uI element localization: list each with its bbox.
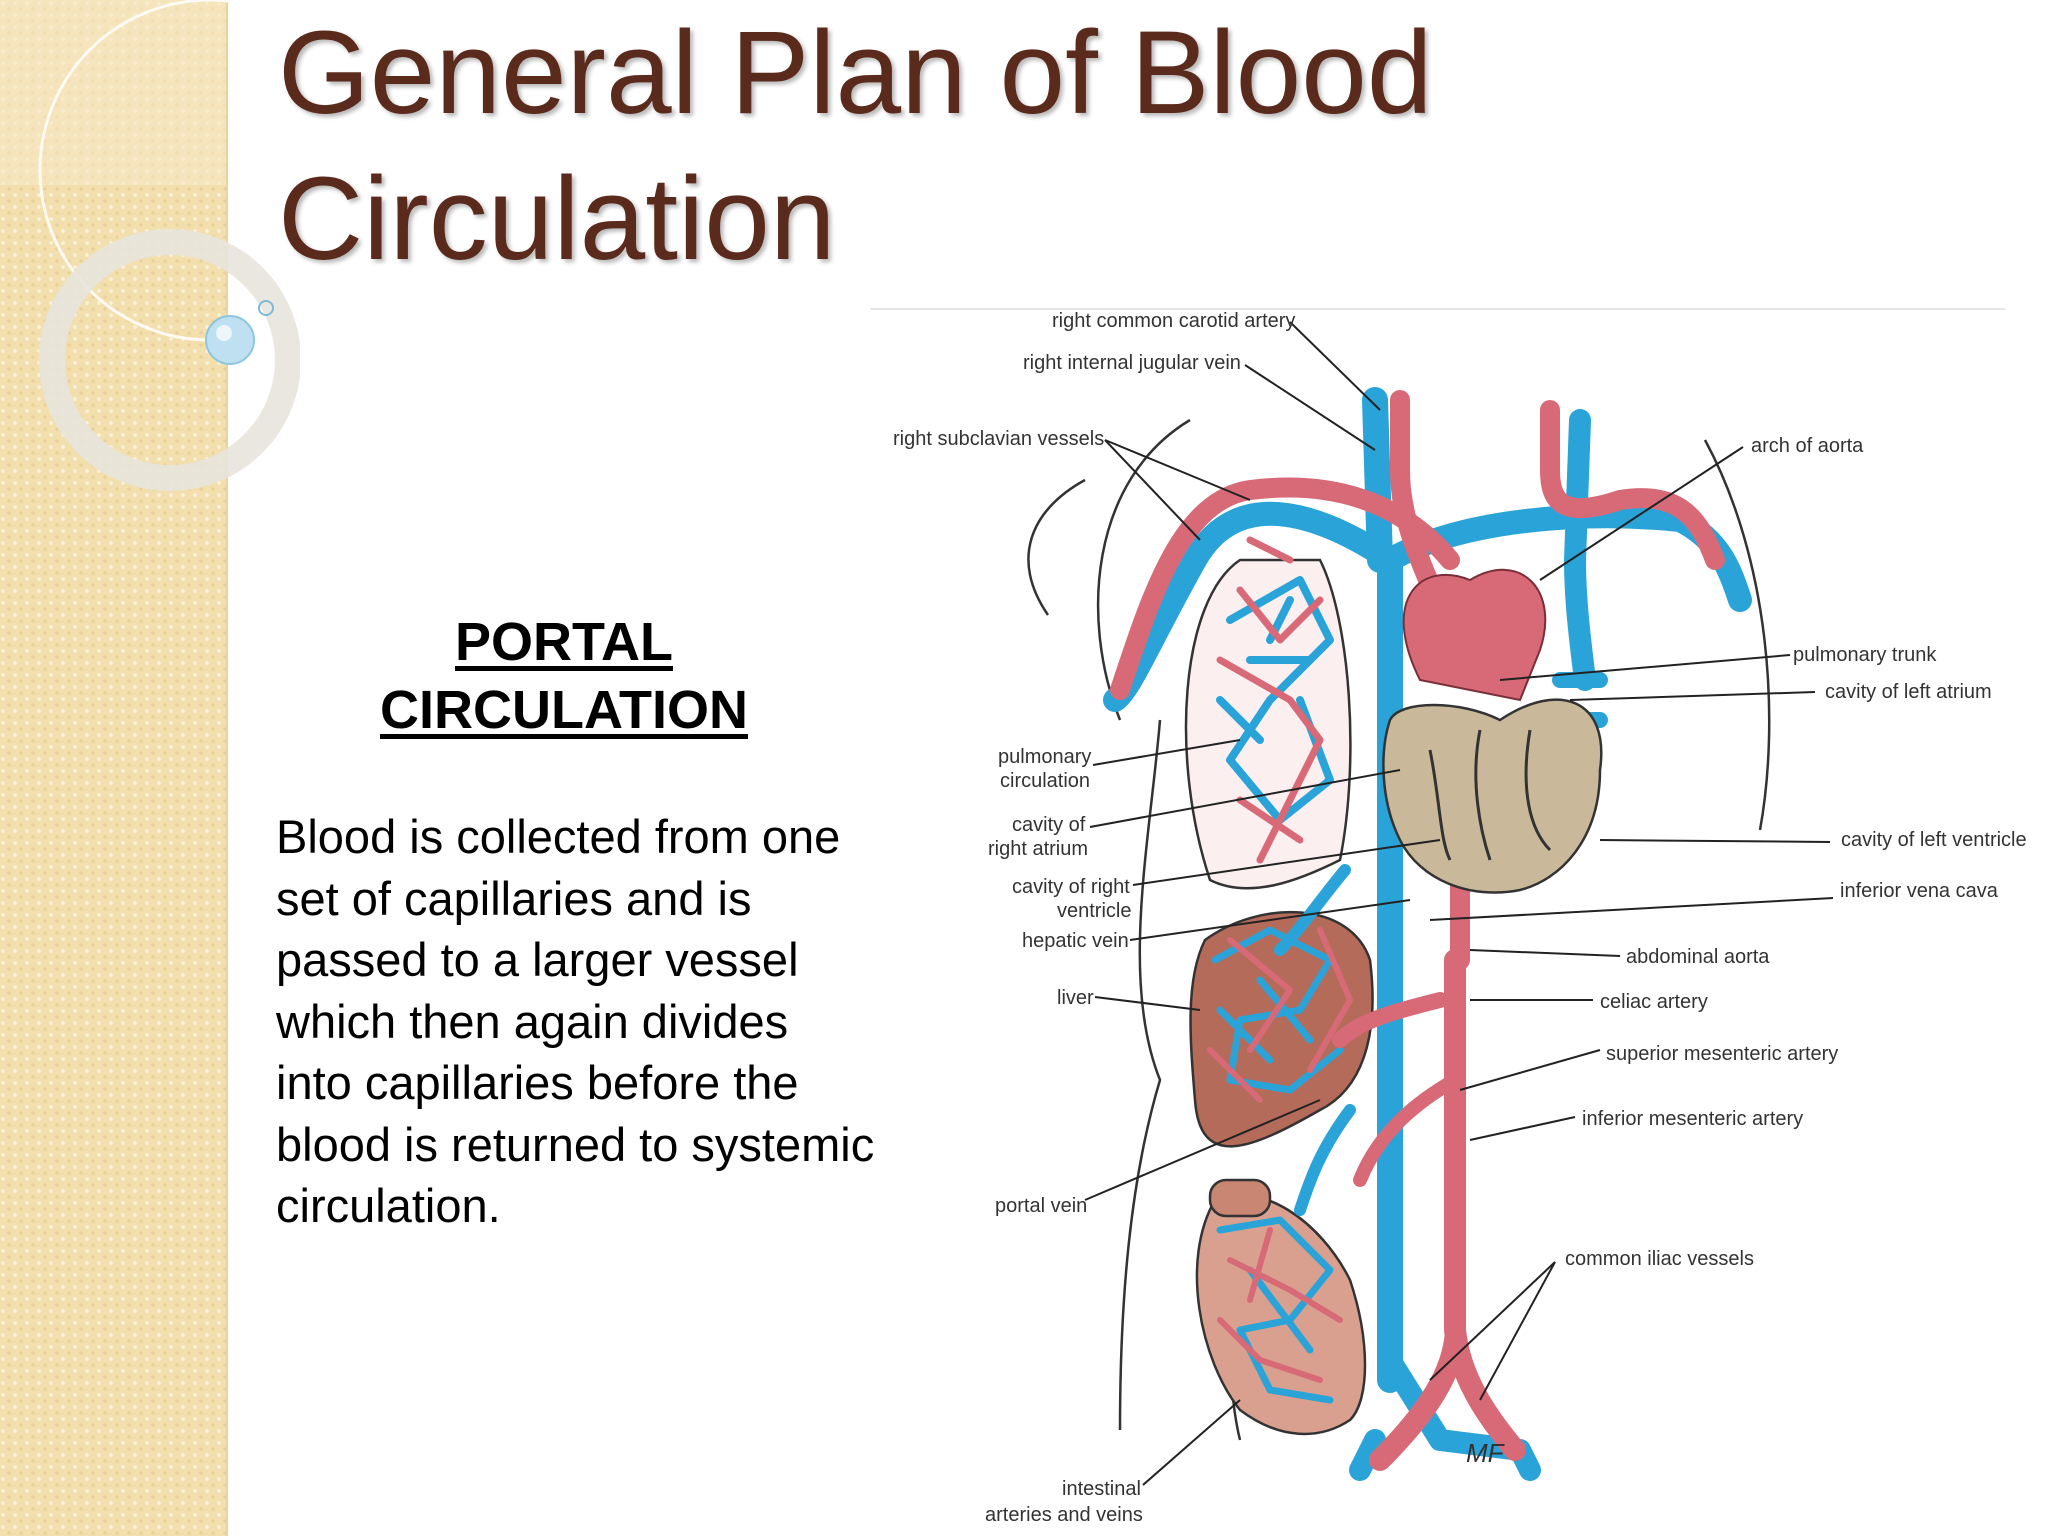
label-common-iliac-vessels: common iliac vessels	[1565, 1248, 1754, 1270]
label-cavity-of-left-ventricle: cavity of left ventricle	[1841, 829, 2027, 851]
section-subtitle: PORTAL CIRCULATION	[380, 612, 748, 740]
label-cavity-of-right-ventricle-line1: cavity of right	[1012, 876, 1130, 898]
label-right-common-carotid-artery: right common carotid artery	[1052, 310, 1295, 332]
leader-lines	[1084, 321, 1834, 1486]
circulation-diagram: right common carotid artery right intern…	[870, 308, 2027, 1526]
label-right-subclavian-vessels: right subclavian vessels	[893, 428, 1104, 450]
label-liver: liver	[1057, 987, 1094, 1009]
label-inferior-vena-cava: inferior vena cava	[1840, 880, 1999, 902]
lung-capillary-network	[1184, 536, 1352, 890]
label-portal-vein: portal vein	[995, 1195, 1087, 1217]
body-paragraph: Blood is collected from one set of capil…	[276, 810, 875, 1232]
intestine-capillary-network	[1195, 1178, 1367, 1436]
artist-signature: MF	[1466, 1438, 1506, 1468]
label-inferior-mesenteric-artery: inferior mesenteric artery	[1582, 1108, 1803, 1130]
label-celiac-artery: celiac artery	[1600, 991, 1708, 1013]
decorative-circles	[0, 0, 300, 491]
label-superior-mesenteric-artery: superior mesenteric artery	[1606, 1043, 1838, 1065]
slide-title: General Plan of Blood Circulation	[278, 7, 1433, 285]
label-pulmonary-trunk: pulmonary trunk	[1793, 644, 1937, 666]
label-intestinal-line1: intestinal	[1062, 1478, 1141, 1500]
label-cavity-of-right-atrium-line2: right atrium	[988, 838, 1088, 860]
heart	[1382, 568, 1603, 894]
diagram-labels: right common carotid artery right intern…	[893, 310, 2027, 1526]
label-intestinal-line2: arteries and veins	[985, 1504, 1143, 1526]
label-cavity-of-right-ventricle-line2: ventricle	[1057, 900, 1131, 922]
label-right-internal-jugular-vein: right internal jugular vein	[1023, 352, 1241, 374]
liver-capillary-network	[1189, 910, 1374, 1148]
label-cavity-of-right-atrium-line1: cavity of	[1012, 814, 1086, 836]
label-arch-of-aorta: arch of aorta	[1751, 435, 1864, 457]
label-pulmonary-circulation-line1: pulmonary	[998, 746, 1091, 768]
label-hepatic-vein: hepatic vein	[1022, 930, 1129, 952]
label-cavity-of-left-atrium: cavity of left atrium	[1825, 681, 1992, 703]
label-abdominal-aorta: abdominal aorta	[1626, 946, 1770, 968]
label-pulmonary-circulation-line2: circulation	[1000, 770, 1090, 792]
